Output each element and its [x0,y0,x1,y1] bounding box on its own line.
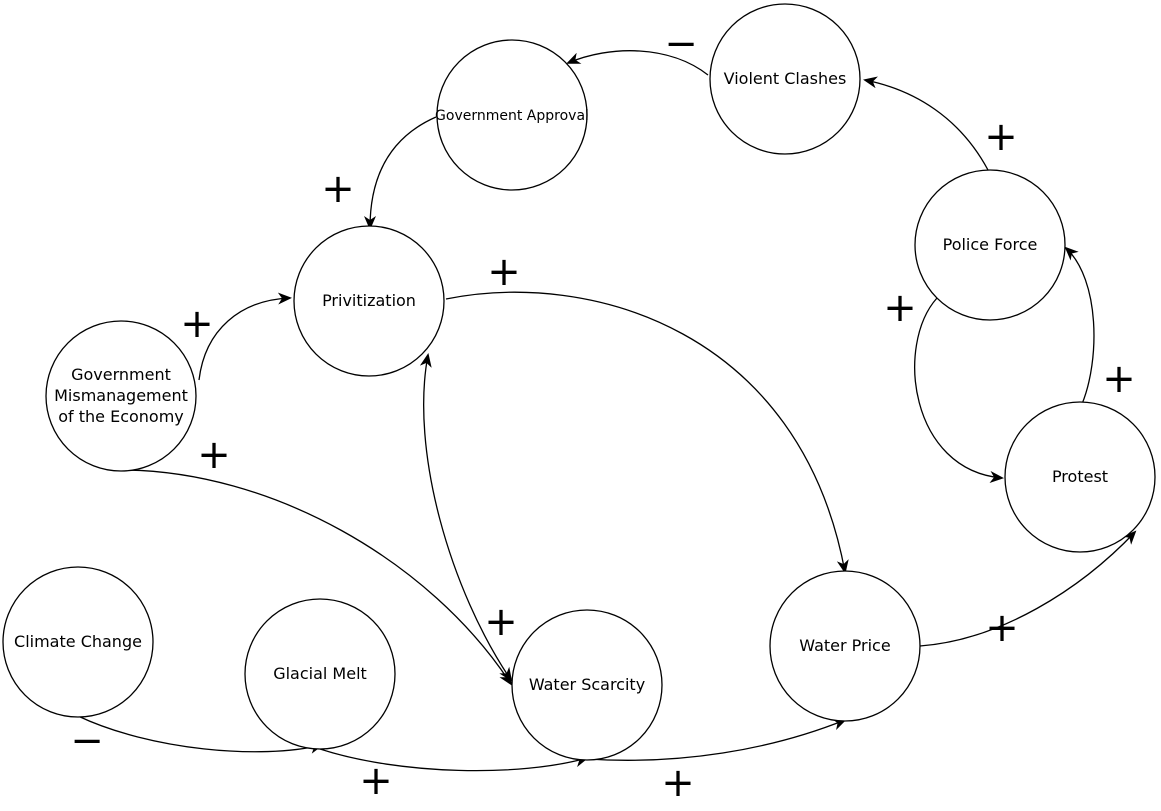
node-label: Police Force [943,235,1038,254]
polarity-label-water-price-to-protest: + [985,605,1019,651]
node-label: Government Approval [435,108,589,124]
node-label: Glacial Melt [273,664,367,683]
node-glacial-melt: Glacial Melt [244,598,396,750]
node-circle [436,39,588,191]
edge-protest-to-police-force [1064,246,1095,405]
node-circle [244,598,396,750]
node-label: Climate Change [14,632,142,651]
polarity-label-glacial-melt-to-water-scarcity: + [359,758,393,804]
node-water-price: Water Price [769,570,921,722]
polarity-label-water-scarcity-privitization-link: + [484,599,518,645]
edge-glacial-melt-to-water-scarcity [319,748,589,772]
node-police-force: Police Force [914,169,1066,321]
edge-water-scarcity-to-water-price [586,718,847,761]
edge-police-force-to-violent-clashes [863,76,989,171]
node-protest: Protest [1004,401,1156,553]
edge-water-price-to-protest [919,530,1137,647]
node-label: Water Price [799,636,890,655]
polarity-label-water-scarcity-to-water-price: + [661,760,695,806]
node-circle [709,3,861,155]
node-circle [45,320,197,472]
node-circle [511,609,663,761]
node-label: of the Economy [58,407,184,426]
polarity-label-government-mismanagement-to-privitization: + [180,301,214,347]
node-privitization: Privitization [293,225,445,377]
polarity-label-police-force-to-violent-clashes: + [984,114,1018,160]
edge-government-mismanagement-to-privitization [198,292,292,381]
polarity-label-privitization-to-water-price: + [487,249,521,295]
node-water-scarcity: Water Scarcity [511,609,663,761]
node-label: Mismanagement [54,386,188,405]
edge-privitization-to-water-price [445,291,849,574]
polarity-label-protest-to-police-force: + [1102,356,1136,402]
polarity-label-climate-change-to-glacial-melt: − [70,718,104,764]
node-label: Protest [1052,467,1108,486]
node-label: Government [71,365,171,384]
node-circle [2,566,154,718]
edge-violent-clashes-to-government-approval [566,50,709,76]
node-label: Water Scarcity [529,675,645,694]
edge-water-scarcity-privitization-link [419,353,513,682]
node-circle [1004,401,1156,553]
node-climate-change: Climate Change [2,566,154,718]
node-circle [769,570,921,722]
polarity-label-violent-clashes-to-government-approval: − [664,21,698,67]
polarity-label-government-approval-to-privitization: + [321,166,355,212]
polarity-label-police-force-to-protest: + [883,285,917,331]
node-label: Privitization [322,291,416,310]
node-violent-clashes: Violent Clashes [709,3,861,155]
polarity-label-government-mismanagement-to-water-scarcity: + [197,432,231,478]
edge-climate-change-to-glacial-melt [77,715,324,754]
node-circle [293,225,445,377]
node-label: Violent Clashes [724,69,847,88]
edge-police-force-to-protest [914,297,1004,483]
edge-government-approval-to-privitization [364,116,437,230]
node-government-approval: Government Approval [435,39,589,191]
node-circle [914,169,1066,321]
